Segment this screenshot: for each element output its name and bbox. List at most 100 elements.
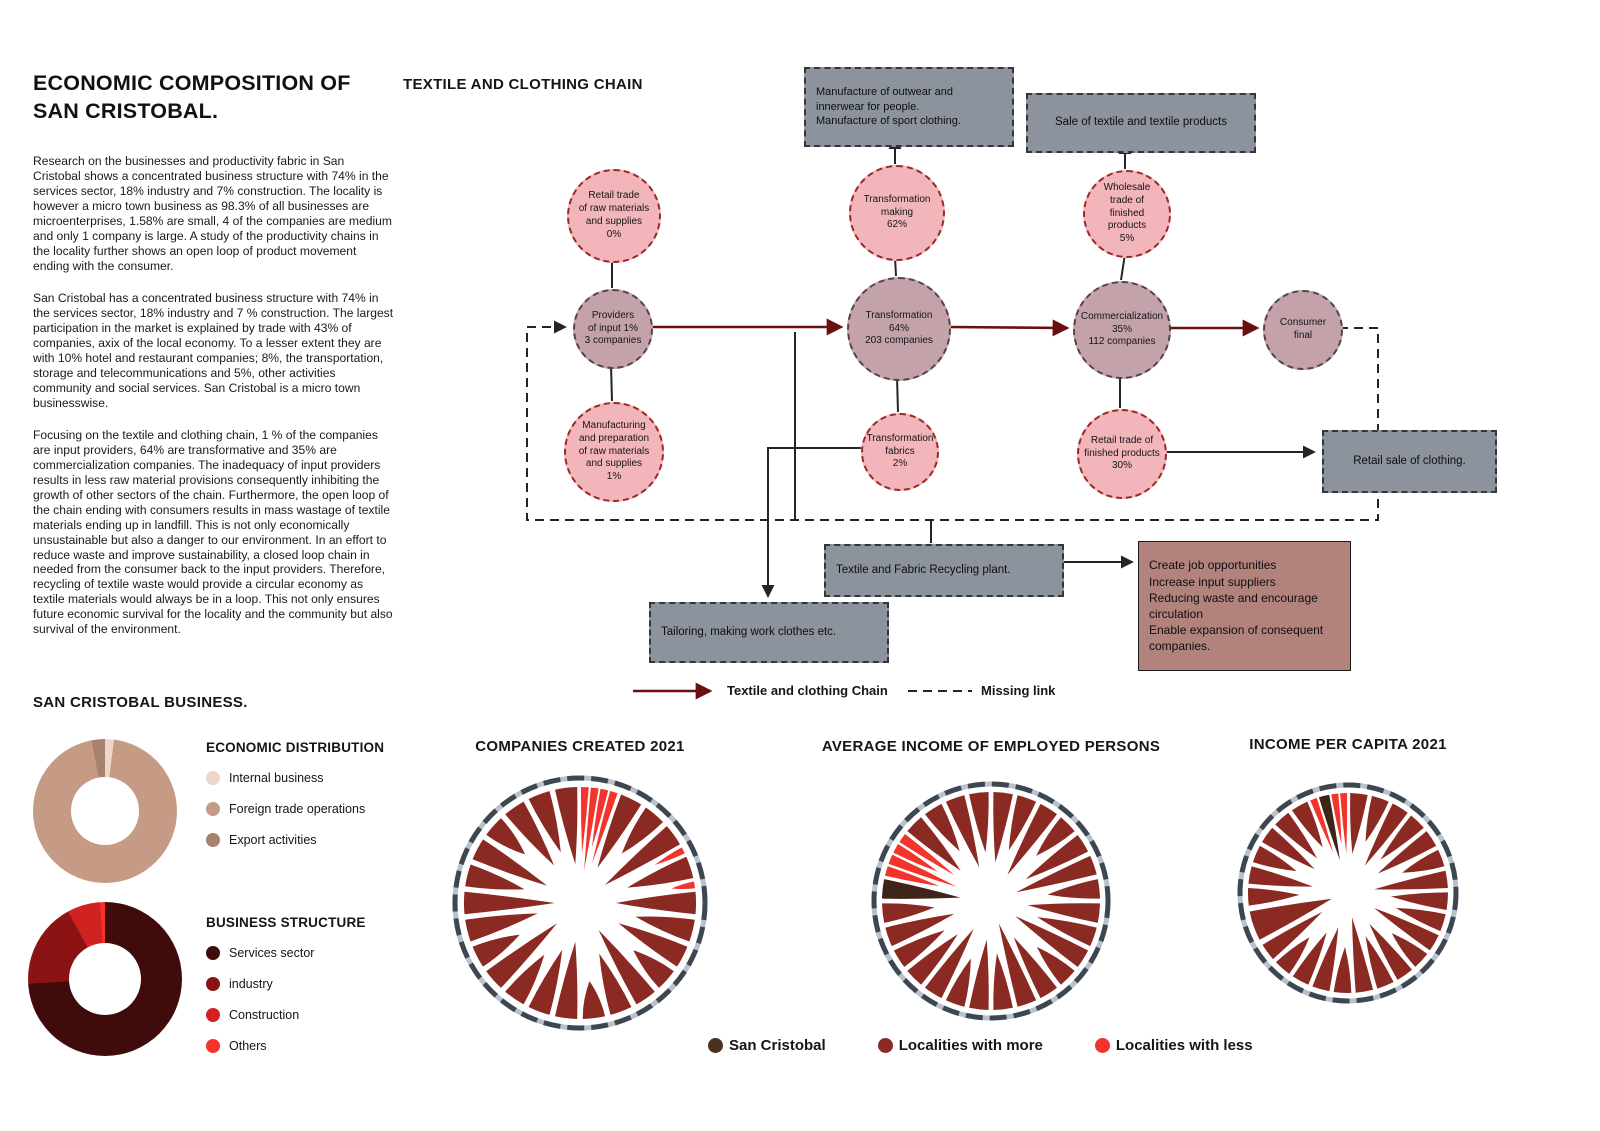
chart-petal xyxy=(1262,827,1315,869)
chain-box-sale-textile: Sale of textile and textile products xyxy=(1026,93,1256,153)
economic-distribution-swatch-icon xyxy=(206,802,220,816)
chart-petal xyxy=(472,934,520,967)
chart-petal xyxy=(598,930,655,1005)
radial-legend-swatch-icon xyxy=(1094,1038,1110,1053)
radial-legend-item: San Cristobal xyxy=(708,1037,826,1054)
chart-petal xyxy=(1252,845,1297,872)
chain-arrow-legend-label: Textile and clothing Chain xyxy=(727,683,888,698)
chart-petal xyxy=(555,787,578,865)
chart-petal xyxy=(998,923,1037,1007)
chart-petal xyxy=(1374,908,1439,951)
chart-petal xyxy=(1291,801,1323,848)
missing-link-legend-label: Missing link xyxy=(981,683,1056,698)
chart-petal xyxy=(465,864,525,890)
chart-petal xyxy=(1016,855,1097,893)
business-structure-swatch-icon xyxy=(206,977,220,991)
intro-column: ECONOMIC COMPOSITION OF SAN CRISTOBAL. R… xyxy=(33,70,395,654)
missing-link-line xyxy=(526,320,1379,521)
economic-distribution-legend-label: Foreign trade operations xyxy=(229,802,366,816)
chain-box-label: Sale of textile and textile products xyxy=(1055,116,1227,129)
chart-petal xyxy=(616,891,697,915)
radial-legend-label: Localities with more xyxy=(898,1037,1043,1054)
chart-petal xyxy=(1015,916,1089,967)
chart-petal xyxy=(882,879,961,899)
radial-chart-title-companies-created: COMPANIES CREATED 2021 xyxy=(475,738,685,755)
chart-petal xyxy=(888,854,957,887)
chart-petal xyxy=(1248,866,1313,887)
chart-petal xyxy=(907,817,961,871)
economic-distribution-swatch-icon xyxy=(206,833,220,847)
chart-petal xyxy=(582,981,605,1019)
chain-connector xyxy=(761,447,861,598)
chain-diagram-title: TEXTILE AND CLOTHING CHAIN xyxy=(403,76,643,93)
chart-petal xyxy=(635,916,695,942)
chart-petal xyxy=(1352,917,1374,993)
radial-chart-title-average-income: AVERAGE INCOME OF EMPLOYED PERSONS xyxy=(821,738,1161,755)
chart-petal xyxy=(993,792,1013,863)
chart-petal xyxy=(882,903,935,923)
business-section-heading: SAN CRISTOBAL BUSINESS. xyxy=(33,694,248,711)
chart-petal xyxy=(1007,803,1057,875)
chart-petal xyxy=(1365,795,1389,842)
radial-chart-title-income-per-capita: INCOME PER CAPITA 2021 xyxy=(1249,736,1447,753)
intro-paragraphs: Research on the businesses and productiv… xyxy=(33,154,395,638)
chart-petal xyxy=(1047,879,1100,899)
chart-petal xyxy=(1037,917,1097,947)
radial-chart-1 xyxy=(452,775,708,1031)
chart-petal xyxy=(969,939,989,1010)
chart-petal xyxy=(621,807,663,854)
radial-chart-2 xyxy=(871,781,1111,1021)
chart-petal xyxy=(633,950,674,988)
intro-paragraph: Focusing on the textile and clothing cha… xyxy=(33,427,393,637)
economic-distribution-legend-item: Internal business xyxy=(206,771,401,785)
chain-connector xyxy=(948,319,1070,337)
intro-paragraph: Research on the businesses and productiv… xyxy=(33,153,392,273)
radial-legend-label: San Cristobal xyxy=(729,1037,826,1054)
chart-petal xyxy=(1262,911,1323,960)
chart-petal xyxy=(1364,803,1408,866)
chain-connector xyxy=(610,364,613,402)
business-structure-legend-label: industry xyxy=(229,977,273,991)
chain-connector xyxy=(1120,253,1126,281)
chart-petal xyxy=(604,826,680,885)
economic-distribution-legend-label: Export activities xyxy=(229,833,317,847)
chart-petal xyxy=(925,803,960,852)
chart-petal xyxy=(1013,937,1057,999)
chain-connector xyxy=(896,376,899,413)
radial-chart-3 xyxy=(1237,782,1459,1004)
chart-petal xyxy=(1396,908,1446,932)
radial-charts-legend: San Cristobal Localities with more Localit… xyxy=(708,1037,1253,1054)
chart-petal xyxy=(505,801,555,866)
intro-paragraph: San Cristobal has a concentrated busines… xyxy=(33,290,394,410)
chart-petal xyxy=(1025,835,1089,880)
chain-box-label: Textile and Fabric Recycling plant. xyxy=(836,563,1011,576)
chart-petal xyxy=(893,930,945,967)
chain-box-label: Tailoring, making work clothes etc. xyxy=(661,625,837,638)
chart-petal xyxy=(993,953,1013,1010)
business-structure-legend-label: Others xyxy=(229,1039,267,1053)
chart-petal xyxy=(1374,870,1448,890)
chart-petal xyxy=(1365,936,1394,989)
chart-petal xyxy=(1008,795,1037,851)
chart-petal xyxy=(505,954,545,1005)
chart-petal xyxy=(465,913,538,942)
chart-petal xyxy=(592,791,618,864)
radial-legend-item: Localities with less xyxy=(1094,1037,1253,1054)
chart-petal xyxy=(1312,927,1339,992)
